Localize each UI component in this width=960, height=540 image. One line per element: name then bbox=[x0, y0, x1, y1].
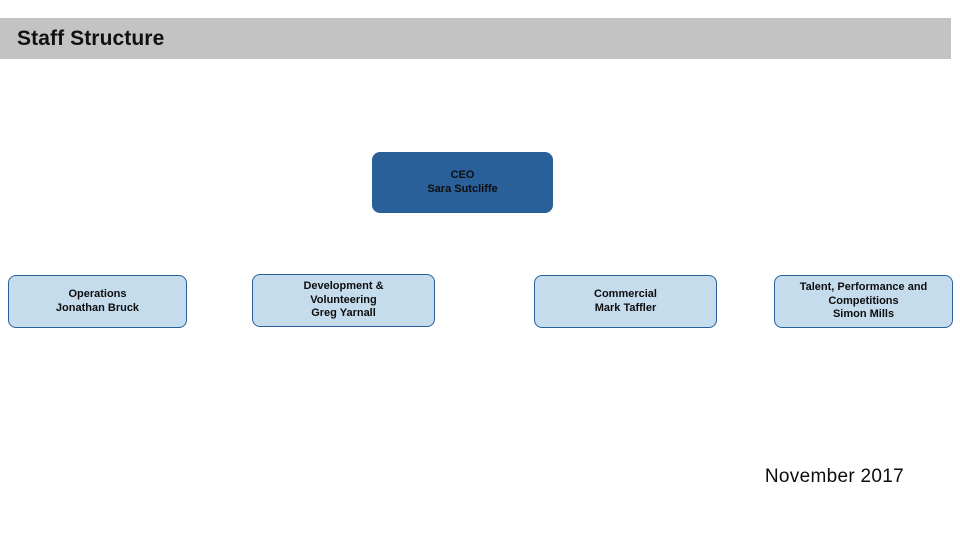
org-node-development-volunteering-label: Development & Volunteering Greg Yarnall bbox=[303, 279, 384, 320]
org-node-commercial: Commercial Mark Taffler bbox=[534, 275, 717, 328]
page-title: Staff Structure bbox=[17, 26, 165, 50]
org-node-commercial-label: Commercial Mark Taffler bbox=[594, 287, 657, 314]
org-node-talent-performance-competitions: Talent, Performance and Competitions Sim… bbox=[774, 275, 953, 328]
org-node-operations-label: Operations Jonathan Bruck bbox=[55, 287, 140, 314]
org-node-ceo-label: CEO Sara Sutcliffe bbox=[427, 168, 498, 195]
org-node-development-volunteering: Development & Volunteering Greg Yarnall bbox=[252, 274, 435, 327]
slide-title-bar: Staff Structure bbox=[0, 18, 951, 59]
org-node-ceo: CEO Sara Sutcliffe bbox=[372, 152, 553, 213]
footer-date: November 2017 bbox=[764, 466, 904, 487]
org-node-talent-performance-competitions-label: Talent, Performance and Competitions Sim… bbox=[799, 280, 928, 321]
org-node-operations: Operations Jonathan Bruck bbox=[8, 275, 187, 328]
